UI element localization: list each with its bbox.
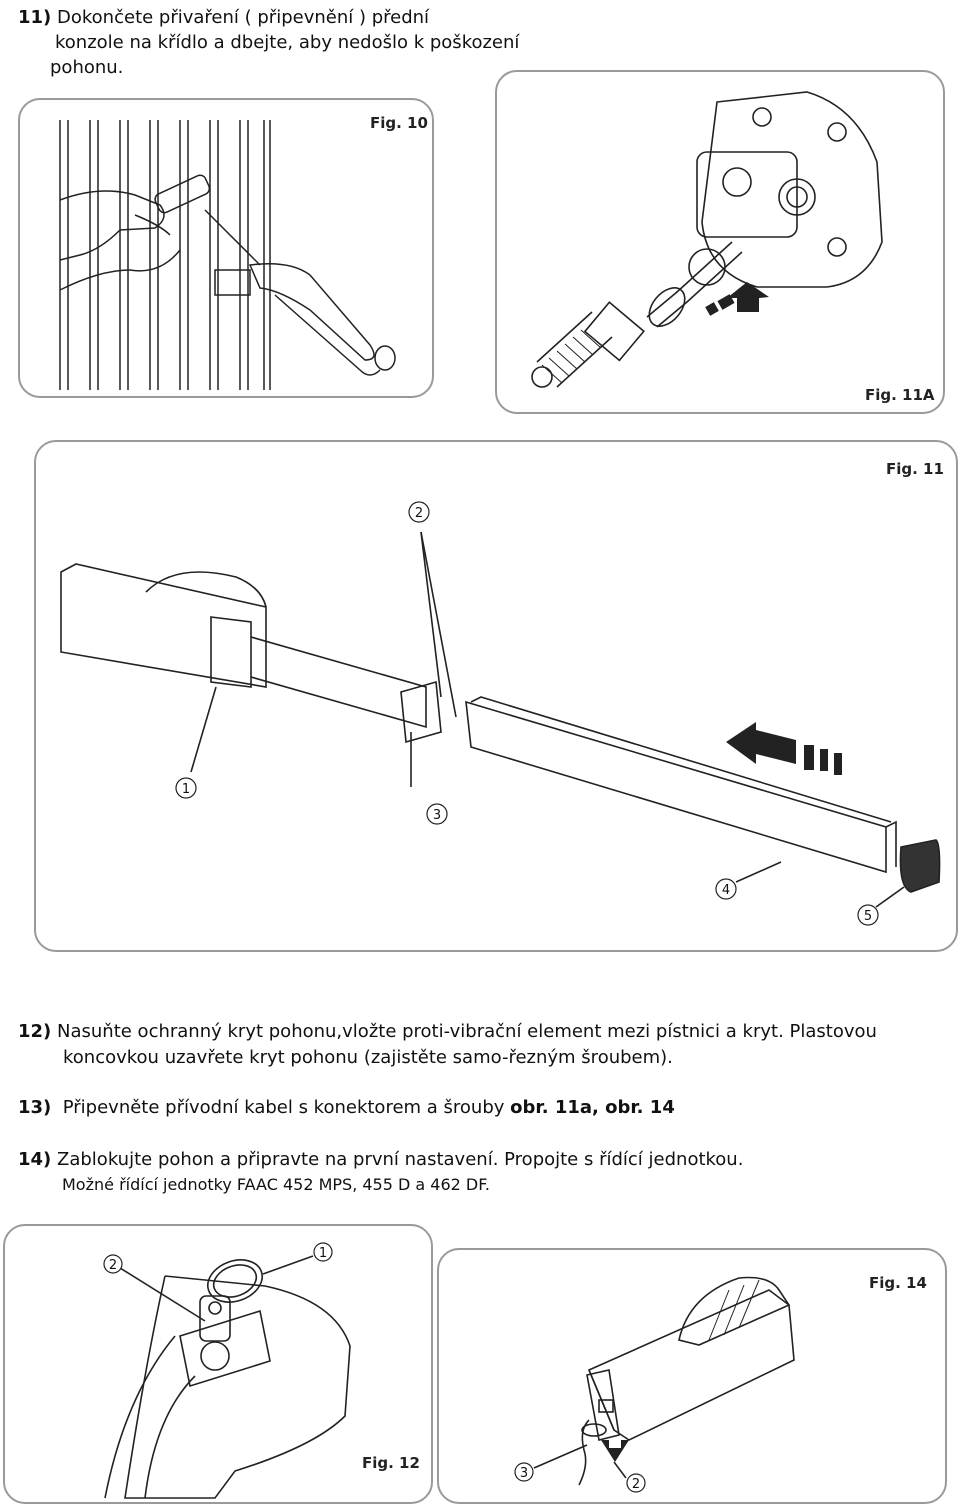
fig14-label: Fig. 14 [869, 1274, 927, 1292]
callout-3: 3 [433, 808, 441, 823]
step12-text-1: Nasuňte ochranný kryt pohonu,vložte prot… [57, 1021, 877, 1042]
fig10-label: Fig. 10 [370, 114, 428, 132]
step12-line2: koncovkou uzavřete kryt pohonu (zajistět… [63, 1047, 673, 1068]
step14-line2: Možné řídící jednotky FAAC 452 MPS, 455 … [62, 1175, 490, 1194]
step11-line2: konzole na křídlo a dbejte, aby nedošlo … [55, 32, 520, 53]
fig11-label: Fig. 11 [886, 460, 944, 478]
figure-14: 3 2 Fig. 14 [437, 1248, 947, 1504]
figure-10: Fig. 10 [18, 98, 434, 398]
step14-number: 14) [18, 1149, 52, 1170]
step12-number: 12) [18, 1021, 52, 1042]
step13-figure-refs: obr. 11a, obr. 14 [510, 1097, 675, 1118]
figure-12: 2 1 Fig. 12 [3, 1224, 433, 1504]
figure-11a: Fig. 11A [495, 70, 945, 414]
fig14-callout-2: 2 [632, 1477, 640, 1492]
fig12-callout-2: 2 [109, 1258, 117, 1273]
fig11a-label: Fig. 11A [865, 386, 935, 404]
step13-text: Připevněte přívodní kabel s konektorem a… [62, 1097, 505, 1118]
callout-2: 2 [415, 506, 423, 521]
fig10-illustration [59, 120, 396, 390]
step12-line1: 12) Nasuňte ochranný kryt pohonu,vložte … [18, 1020, 877, 1044]
callout-4: 4 [722, 883, 730, 898]
step13-line: 13) Připevněte přívodní kabel s konektor… [18, 1096, 675, 1120]
callout-1: 1 [182, 782, 190, 797]
step14-line1: 14) Zablokujte pohon a připravte na prvn… [18, 1148, 743, 1172]
step13-number: 13) [18, 1097, 52, 1118]
fig11-illustration: 2 1 3 4 5 [60, 501, 941, 926]
step11-line3: pohonu. [50, 57, 124, 78]
step11-line1: 11) Dokončete přivaření ( připevnění ) p… [18, 6, 429, 30]
fig12-illustration: 2 1 [103, 1242, 351, 1499]
fig11a-illustration [531, 91, 883, 388]
step11-text-1: Dokončete přivaření ( připevnění ) předn… [57, 7, 430, 28]
fig12-callout-1: 1 [319, 1246, 327, 1261]
step14-text-1: Zablokujte pohon a připravte na první na… [57, 1149, 744, 1170]
callout-5: 5 [864, 909, 872, 924]
fig12-label: Fig. 12 [362, 1454, 420, 1472]
fig14-illustration: 3 2 [514, 1276, 795, 1493]
figure-11: 2 1 3 4 5 Fig. 11 [34, 440, 958, 952]
fig14-callout-3: 3 [520, 1466, 528, 1481]
step11-number: 11) [18, 7, 52, 28]
